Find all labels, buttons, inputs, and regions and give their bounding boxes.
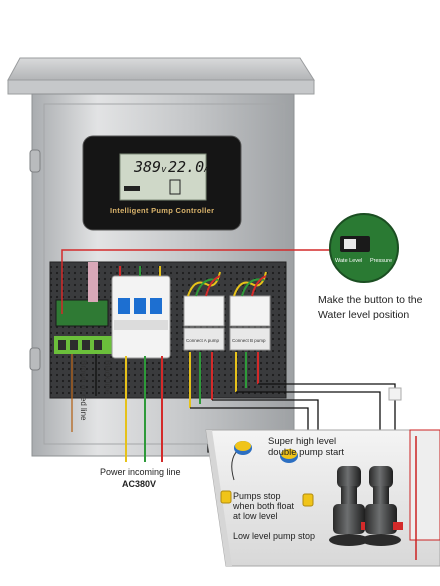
- power-incoming-label: Power incoming line: [100, 467, 181, 477]
- lcd-current-value: 22.0: [168, 158, 205, 176]
- power-incoming-wires: [125, 356, 163, 462]
- power-voltage-label: AC380V: [122, 479, 157, 489]
- float-low-b: [302, 493, 314, 507]
- lcd-voltage: 389v: [134, 158, 167, 176]
- circuit-breaker: [111, 275, 171, 359]
- submersible-pump-b: [361, 466, 403, 546]
- float-signal-lines: [71, 354, 97, 432]
- lcd-current-unit: A: [204, 165, 210, 175]
- lcd-pump-icon: [169, 179, 181, 195]
- lcd-voltage-unit: v: [161, 165, 167, 175]
- super-high-level-label: Super high level: [268, 436, 337, 447]
- pump-output-wires: [189, 352, 259, 408]
- lcd-voltage-value: 389: [134, 158, 162, 176]
- contactor-a: [183, 295, 225, 351]
- terminal-label-a: Connect A pump: [186, 338, 220, 343]
- ribbon-cable: [88, 262, 98, 302]
- double-pump-start-label: double pump start: [268, 447, 345, 458]
- switch-magnifier: [329, 213, 399, 283]
- float-super-high: [231, 441, 252, 481]
- button-note-line2: Water level position: [318, 309, 410, 321]
- pumps-stop-label-3: at low level: [233, 511, 278, 521]
- lcd-screen: [119, 153, 207, 201]
- switch-connector-line: [61, 249, 334, 314]
- black-line-label: Black line: [103, 360, 112, 395]
- brown-red-line-label: Brown or red line: [79, 360, 88, 421]
- float-low-a: [220, 490, 232, 504]
- switch-label-pressure: Pressure: [370, 258, 393, 264]
- contactor-b: [229, 295, 271, 351]
- internal-wiring: [119, 266, 267, 297]
- lcd-bar-icon: [124, 186, 140, 191]
- button-note-line1: Make the button to the: [318, 294, 423, 306]
- float-double-start: [280, 449, 298, 463]
- terminal-block-left: [54, 336, 114, 354]
- pumps-stop-label-2: when both float: [233, 501, 295, 511]
- small-square-icon: [388, 387, 402, 401]
- low-level-label: Low level pump stop: [233, 531, 316, 541]
- door-hinge-icon: [29, 149, 41, 371]
- pumps-stop-label-1: Pumps stop: [233, 491, 281, 501]
- cabinet-roof: [7, 57, 315, 95]
- terminal-label-b: Connect B pump: [232, 338, 266, 343]
- lcd-current: 22.0A: [168, 158, 210, 176]
- switch-label-water-level: Wate Level: [335, 258, 363, 264]
- panel-brand-label: Intelligent Pump Controller: [110, 206, 215, 215]
- relay-board: [55, 299, 109, 327]
